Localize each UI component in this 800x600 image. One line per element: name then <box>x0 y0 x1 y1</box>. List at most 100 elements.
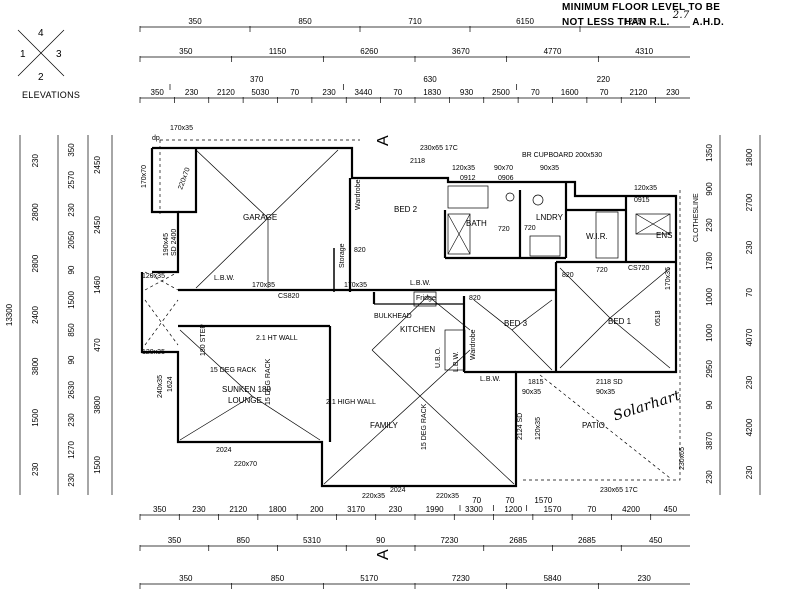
dimension-label: 230 <box>31 462 40 476</box>
dimension-label: 230 <box>745 240 754 254</box>
svg-text:820: 820 <box>469 295 481 302</box>
dimension-label: 5840 <box>544 574 562 583</box>
elev-1: 1 <box>20 49 26 60</box>
elev-4: 4 <box>38 28 44 39</box>
svg-text:180 STEP: 180 STEP <box>200 324 207 356</box>
dimension-label: 90 <box>705 400 714 409</box>
room-sunken-line1: SUNKEN 180 <box>222 385 271 394</box>
dimension-label: 350 <box>168 536 182 545</box>
svg-text:170x35: 170x35 <box>252 282 275 289</box>
svg-text:720: 720 <box>596 267 608 274</box>
dimension-label: 230 <box>705 470 714 484</box>
dimension-label: 4070 <box>745 328 754 346</box>
dimension-label: 3440 <box>355 88 373 97</box>
dimension-label: 90 <box>67 355 76 364</box>
svg-text:2124 SD: 2124 SD <box>517 413 524 440</box>
svg-text:90x70: 90x70 <box>494 165 513 172</box>
room-garage: GARAGE <box>243 213 277 222</box>
dimension-label: 90 <box>67 265 76 274</box>
dimension-label: 70 <box>506 496 515 505</box>
dimension-label: 1000 <box>705 288 714 306</box>
dimension-label: 1350 <box>705 144 714 162</box>
dimension-label: 1500 <box>31 408 40 426</box>
dimension-label: 90 <box>376 536 385 545</box>
dimension-label: 2500 <box>492 88 510 97</box>
room-bed2: BED 2 <box>394 205 418 214</box>
dimension-label: 70 <box>472 496 481 505</box>
svg-text:1624: 1624 <box>167 376 174 392</box>
dimension-label: 3800 <box>93 396 102 414</box>
svg-text:2024: 2024 <box>216 447 232 454</box>
min-floor-note-suffix: A.H.D. <box>692 17 725 28</box>
dimension-label: 70 <box>531 88 540 97</box>
dimension-label: 900 <box>705 182 714 196</box>
svg-text:2.1 HT WALL: 2.1 HT WALL <box>256 335 298 342</box>
svg-text:BR CUPBOARD 200x530: BR CUPBOARD 200x530 <box>522 152 602 159</box>
dimension-label: 230 <box>389 505 403 514</box>
dimension-label: 7230 <box>440 536 458 545</box>
exterior-walls <box>140 146 678 488</box>
dimension-label: 230 <box>192 505 206 514</box>
dimension-label: 5310 <box>303 536 321 545</box>
dimension-label: 12750 <box>624 17 647 26</box>
svg-text:CLOTHESLINE: CLOTHESLINE <box>693 193 700 242</box>
svg-text:220x70: 220x70 <box>234 461 257 468</box>
dimension-label: 2120 <box>630 88 648 97</box>
svg-text:240x35: 240x35 <box>157 375 164 398</box>
dimension-label: 6260 <box>360 47 378 56</box>
svg-text:Fridge: Fridge <box>416 295 436 302</box>
svg-text:220x35: 220x35 <box>362 493 385 500</box>
dimension-label: 1830 <box>423 88 441 97</box>
room-labels: GARAGE BED 2 BATH LNDRY W.I.R. ENS BED 1… <box>222 205 672 430</box>
dimension-label: 2450 <box>93 156 102 174</box>
dimension-label: 70 <box>745 288 754 297</box>
room-lndry: LNDRY <box>536 213 564 222</box>
dimension-label: 3800 <box>31 357 40 375</box>
svg-text:dp: dp <box>152 135 160 142</box>
svg-text:170x35: 170x35 <box>170 125 193 132</box>
svg-text:A: A <box>375 135 392 146</box>
svg-text:Storage: Storage <box>339 243 346 268</box>
dimension-label: 1460 <box>93 276 102 294</box>
svg-text:Wardrobe: Wardrobe <box>470 329 477 360</box>
svg-text:820: 820 <box>562 272 574 279</box>
dimension-label: 2050 <box>67 231 76 249</box>
dimension-label: 3670 <box>452 47 470 56</box>
dimension-label: 4200 <box>745 418 754 436</box>
dimension-label: 1600 <box>561 88 579 97</box>
section-marker-bottom: A <box>375 549 392 560</box>
interior-walls <box>178 178 676 442</box>
dimension-label: 370 <box>250 75 264 84</box>
svg-text:90x35: 90x35 <box>540 165 559 172</box>
svg-text:1815: 1815 <box>528 379 544 386</box>
elevations-label: ELEVATIONS <box>22 90 81 100</box>
svg-text:230x65: 230x65 <box>679 447 686 470</box>
dimension-label: 2120 <box>229 505 247 514</box>
dimension-label: 230 <box>67 413 76 427</box>
dimension-label: 230 <box>666 88 680 97</box>
elev-2: 2 <box>38 72 44 83</box>
svg-text:SD 2400: SD 2400 <box>171 229 178 256</box>
dimension-label: 5030 <box>251 88 269 97</box>
dimension-label: 230 <box>637 574 651 583</box>
svg-text:A: A <box>375 549 392 560</box>
dimension-label: 350 <box>67 143 76 157</box>
dimension-label: 2400 <box>31 306 40 324</box>
svg-text:90x35: 90x35 <box>596 389 615 396</box>
dimension-label: 70 <box>393 88 402 97</box>
dimension-label: 2685 <box>578 536 596 545</box>
plan-annotations: 170x35 170x70 220x70 190x45 SD 2400 230x… <box>141 125 700 500</box>
room-bath: BATH <box>466 219 487 228</box>
dimension-label: 2950 <box>705 360 714 378</box>
dimension-label: 70 <box>600 88 609 97</box>
svg-text:2118 SD: 2118 SD <box>596 379 623 386</box>
left-dimension-lines <box>19 135 113 495</box>
dimension-label: 200 <box>310 505 324 514</box>
dimension-label: 350 <box>151 88 165 97</box>
dimension-label: 1800 <box>269 505 287 514</box>
